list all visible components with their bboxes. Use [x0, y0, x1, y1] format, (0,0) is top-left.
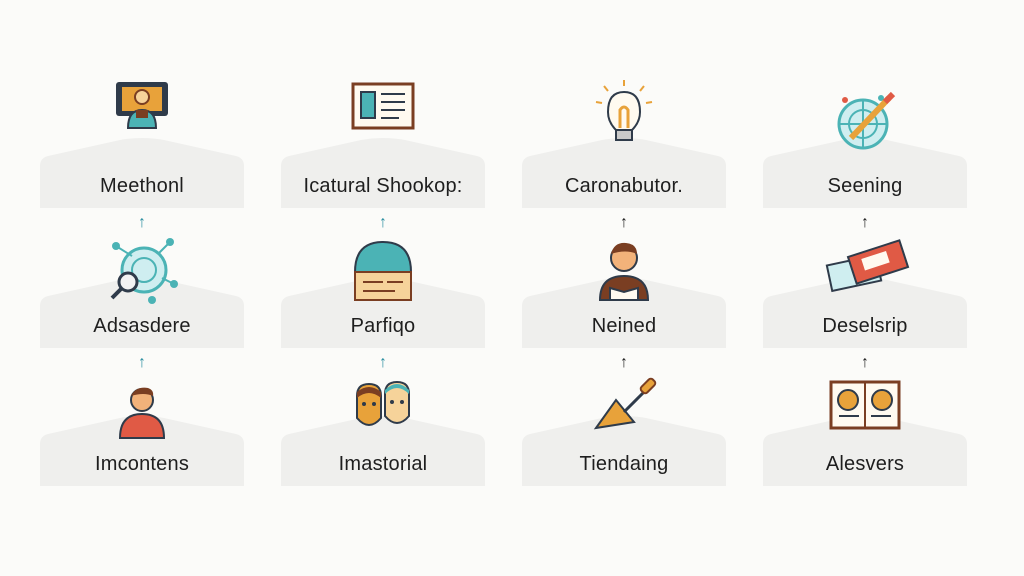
card-background	[40, 416, 244, 486]
card-label: Imcontens	[94, 453, 190, 475]
arrow-up-icon: ↑	[620, 214, 628, 231]
person-icon	[118, 387, 166, 439]
card-imcontens: Imcontens	[40, 386, 244, 486]
card-neined: Neined	[522, 242, 726, 348]
arrow-up-icon: ↑	[379, 214, 387, 231]
arrow-up-icon: ↑	[861, 354, 869, 371]
card-label: Neined	[591, 315, 657, 337]
lightbulb-icon	[595, 80, 653, 141]
card-background	[522, 416, 726, 486]
card-parfiqo: Parfiqo	[281, 240, 485, 348]
card-background	[763, 138, 967, 208]
card-background	[763, 278, 967, 348]
card-icatural-shookop: Icatural Shookop:	[281, 82, 485, 208]
card-label: Alesvers	[825, 453, 905, 475]
dome-board-icon	[353, 240, 413, 301]
two-faces-icon	[356, 380, 410, 426]
portrait-book-icon	[829, 380, 901, 430]
card-label: Deselsrip	[822, 315, 908, 337]
arrow-up-icon: ↑	[379, 354, 387, 371]
column-4: Seening ↑ Deselsrip ↑ Alesvers	[763, 0, 967, 576]
document-icon	[351, 82, 415, 130]
card-seening: Seening	[763, 91, 967, 208]
card-label: Caronabutor.	[564, 175, 684, 197]
card-label: Icatural Shookop:	[303, 175, 463, 197]
card-label: Adsasdere	[93, 315, 191, 337]
card-background	[281, 278, 485, 348]
mentor-monitor-icon	[116, 82, 168, 129]
arrow-up-icon: ↑	[138, 354, 146, 371]
column-1: Meethonl ↑ Adsasdere ↑	[40, 0, 244, 576]
card-background	[763, 416, 967, 486]
card-label: Parfiqo	[350, 315, 416, 337]
card-background	[522, 278, 726, 348]
card-adsasdere: Adsasdere	[40, 238, 244, 348]
card-background	[40, 138, 244, 208]
card-meethonl: Meethonl	[40, 82, 244, 208]
trowel-icon	[593, 377, 657, 430]
card-label: Tiendaing	[579, 453, 669, 475]
reader-person-icon	[598, 242, 650, 301]
card-label: Meethonl	[100, 175, 184, 197]
card-label: Imastorial	[338, 453, 428, 475]
card-alesvers: Alesvers	[763, 380, 967, 486]
column-3: Caronabutor. ↑ Neined ↑ Tiendaing	[522, 0, 726, 576]
arrow-up-icon: ↑	[138, 214, 146, 231]
column-2: Icatural Shookop: ↑ Parfiqo ↑	[281, 0, 485, 576]
card-background	[40, 278, 244, 348]
card-deselsrip: Deselsrip	[763, 239, 967, 348]
card-label: Seening	[827, 175, 903, 197]
card-background	[522, 138, 726, 208]
arrow-up-icon: ↑	[861, 214, 869, 231]
card-background	[281, 416, 485, 486]
card-imastorial: Imastorial	[281, 380, 485, 486]
card-caronabutor: Caronabutor.	[522, 80, 726, 208]
ticket-cards-icon	[825, 239, 910, 293]
card-background	[281, 138, 485, 208]
web-pencil-icon	[837, 91, 896, 150]
network-magnifier-icon	[110, 238, 178, 304]
card-tiendaing: Tiendaing	[522, 377, 726, 486]
arrow-up-icon: ↑	[620, 354, 628, 371]
